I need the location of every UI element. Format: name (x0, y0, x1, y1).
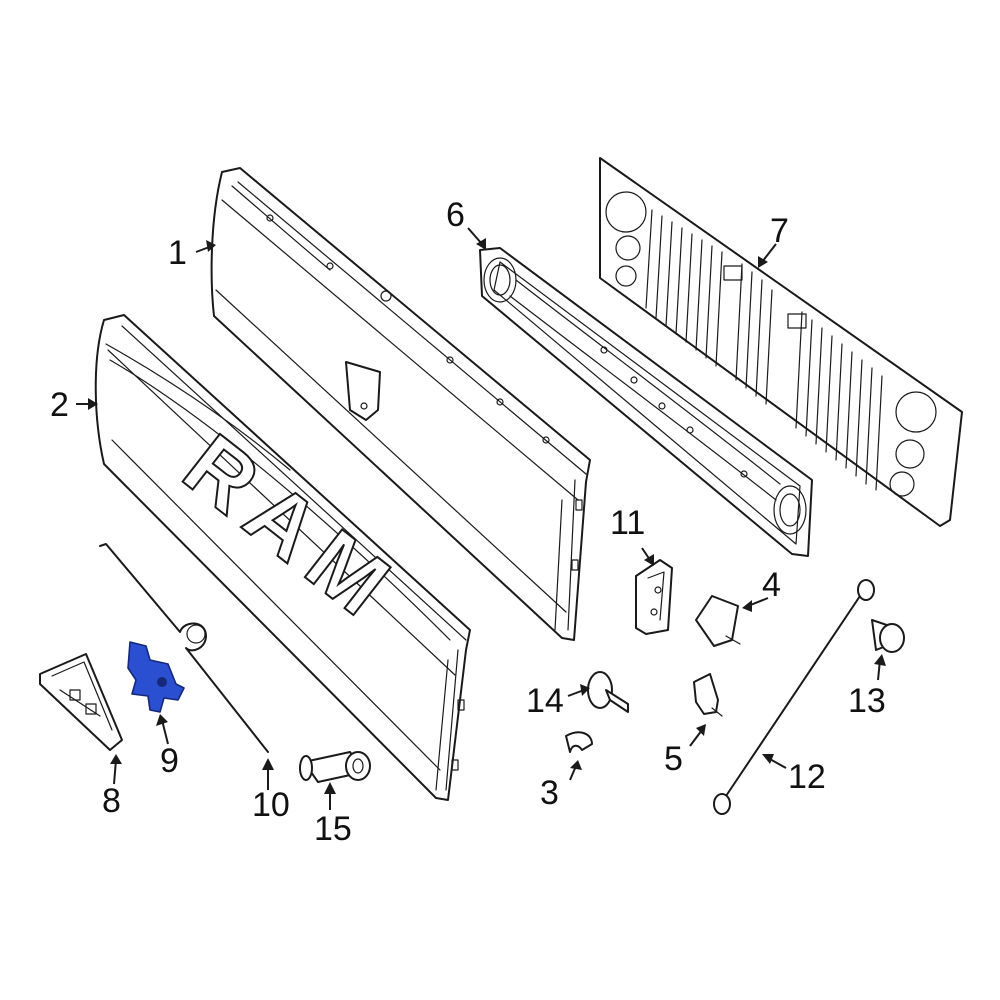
callout-4: 4 (762, 566, 781, 604)
part-10-release-rod[interactable] (99, 543, 269, 753)
callout-6: 6 (446, 196, 465, 234)
part-6-reinforcement-panel[interactable] (479, 247, 813, 557)
part-9-latch-highlighted[interactable] (127, 641, 185, 713)
part-3-clip[interactable] (565, 731, 593, 753)
callout-15: 15 (314, 810, 352, 848)
part-15-lock-cylinder[interactable] (299, 751, 371, 783)
part-7-inner-trim-panel[interactable] (599, 157, 963, 527)
callout-2: 2 (50, 386, 69, 424)
leader-lines (76, 227, 886, 810)
callout-5: 5 (664, 740, 683, 778)
callout-12: 12 (788, 758, 826, 796)
part-13-stud[interactable] (871, 619, 905, 653)
callout-13: 13 (848, 682, 886, 720)
part-8-handle-bezel[interactable] (39, 653, 123, 751)
callout-1: 1 (168, 234, 187, 272)
callout-9: 9 (160, 742, 179, 780)
part-14-push-pin[interactable] (587, 671, 629, 713)
part-5-bracket[interactable] (693, 673, 723, 717)
callout-14: 14 (526, 682, 564, 720)
callout-10: 10 (252, 786, 290, 824)
callout-11: 11 (610, 504, 645, 542)
callout-8: 8 (102, 782, 121, 820)
callout-3: 3 (540, 774, 559, 812)
rib-lines (645, 209, 883, 491)
callout-labels: 1 2 3 4 5 6 7 8 9 10 11 12 13 14 15 (50, 196, 886, 848)
part-4-bumper[interactable] (695, 595, 741, 647)
part-1-tailgate-shell[interactable] (210, 167, 591, 641)
part-12-support-cable[interactable] (713, 579, 875, 815)
part-11-hinge[interactable] (635, 559, 673, 635)
callout-7: 7 (770, 212, 789, 250)
